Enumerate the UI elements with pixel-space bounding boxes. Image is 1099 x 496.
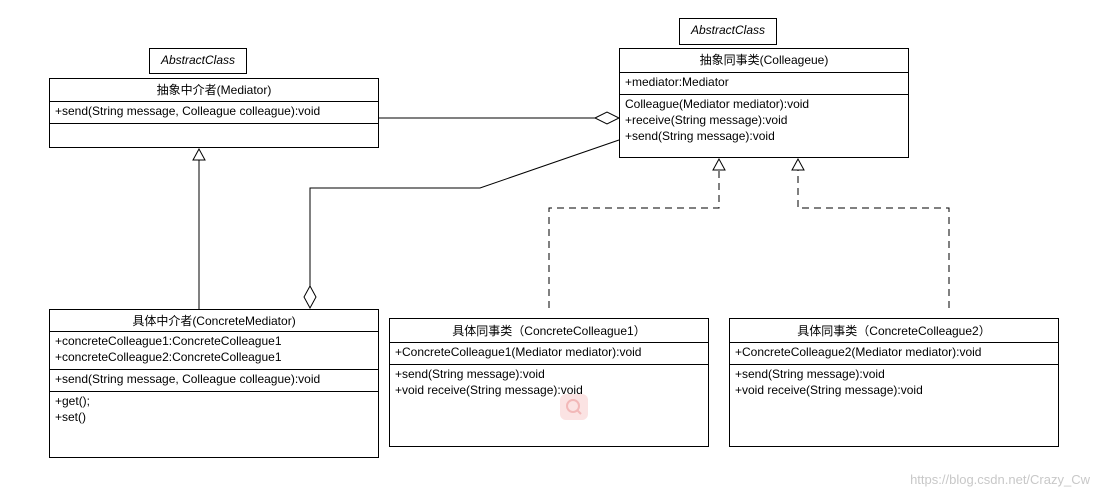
- search-icon: [560, 394, 588, 420]
- attributes-section: +ConcreteColleague1(Mediator mediator):v…: [390, 342, 708, 364]
- method-line: +get();: [55, 394, 91, 408]
- attribute-line: +ConcreteColleague1(Mediator mediator):v…: [395, 345, 642, 359]
- attributes-section: +mediator:Mediator: [620, 72, 908, 94]
- attribute-line: +mediator:Mediator: [625, 75, 729, 89]
- class-concrete-colleague1[interactable]: 具体同事类（ConcreteColleague1） +ConcreteColle…: [389, 318, 709, 447]
- colleague-stereotype: AbstractClass: [679, 18, 777, 45]
- realization-colleague1-arrow: [712, 157, 726, 171]
- association-colleague-concretemediator: [309, 139, 620, 286]
- attributes-section: +concreteColleague1:ConcreteColleague1 +…: [50, 331, 378, 369]
- class-abstract-mediator[interactable]: 抽象中介者(Mediator) +send(String message, Co…: [49, 78, 379, 148]
- realization-colleague2-line: [797, 170, 950, 308]
- methods-section: Colleague(Mediator mediator):void +recei…: [620, 94, 908, 157]
- extra-methods-section: +get(); +set(): [50, 391, 378, 457]
- method-line: +send(String message):void: [395, 367, 545, 381]
- empty-section: [50, 123, 378, 147]
- method-line: +send(String message, Colleague colleagu…: [55, 372, 321, 386]
- class-title: 抽象中介者(Mediator): [156, 83, 272, 97]
- class-title: 具体同事类（ConcreteColleague2）: [797, 324, 991, 338]
- method-line: +void receive(String message):void: [735, 383, 923, 397]
- class-concrete-colleague2[interactable]: 具体同事类（ConcreteColleague2） +ConcreteColle…: [729, 318, 1059, 447]
- attribute-line: +concreteColleague2:ConcreteColleague1: [55, 350, 282, 364]
- attribute-line: +concreteColleague1:ConcreteColleague1: [55, 334, 282, 348]
- mediator-stereotype: AbstractClass: [149, 48, 247, 74]
- realization-colleague1-line: [548, 170, 720, 308]
- method-line: +send(String message):void: [735, 367, 885, 381]
- attributes-section: +ConcreteColleague2(Mediator mediator):v…: [730, 342, 1058, 364]
- method-line: Colleague(Mediator mediator):void: [625, 97, 810, 111]
- generalization-mediator-arrow: [192, 147, 206, 161]
- method-line: +send(String message, Colleague colleagu…: [55, 104, 321, 118]
- methods-section: +send(String message):void +void receive…: [730, 364, 1058, 446]
- methods-section: +send(String message, Colleague colleagu…: [50, 101, 378, 123]
- aggregation-diamond-concretemediator: [303, 284, 317, 310]
- methods-section: +send(String message):void +void receive…: [390, 364, 708, 446]
- method-line: +set(): [55, 410, 87, 424]
- class-title: 抽象同事类(Colleageue): [699, 53, 829, 67]
- class-concrete-mediator[interactable]: 具体中介者(ConcreteMediator) +concreteColleag…: [49, 309, 379, 458]
- method-line: +void receive(String message):void: [395, 383, 583, 397]
- realization-colleague2-arrow: [791, 157, 805, 171]
- method-line: +send(String message):void: [625, 129, 775, 143]
- class-title: 具体中介者(ConcreteMediator): [132, 314, 296, 328]
- method-line: +receive(String message):void: [625, 113, 788, 127]
- attribute-line: +ConcreteColleague2(Mediator mediator):v…: [735, 345, 982, 359]
- watermark-text: https://blog.csdn.net/Crazy_Cw: [910, 472, 1090, 487]
- class-title: 具体同事类（ConcreteColleague1）: [452, 324, 646, 338]
- aggregation-diamond-colleague: [593, 111, 621, 125]
- methods-section: +send(String message, Colleague colleagu…: [50, 369, 378, 391]
- class-abstract-colleague[interactable]: 抽象同事类(Colleageue) +mediator:Mediator Col…: [619, 48, 909, 158]
